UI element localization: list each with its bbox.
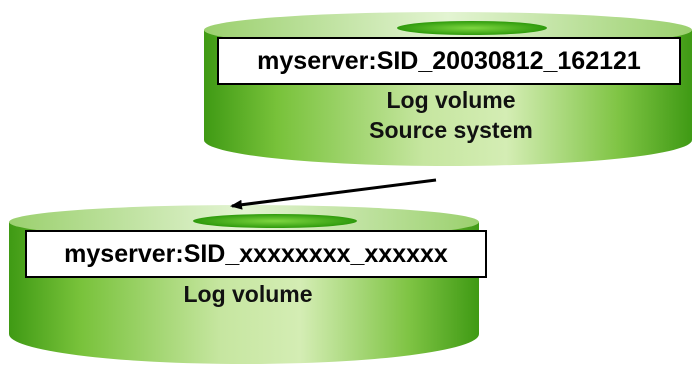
source-system-label: Source system (369, 117, 533, 143)
target-volume-type: Log volume (183, 281, 312, 307)
target-disk-hub (193, 214, 357, 228)
target-volume-label-box (25, 230, 487, 278)
source-volume-label-box (217, 37, 681, 85)
source-volume-label: myserver:SID_20030812_162121 (257, 47, 641, 75)
source-volume-type: Log volume (386, 87, 515, 113)
target-volume-label: myserver:SID_xxxxxxxx_xxxxxx (64, 240, 448, 268)
source-log-volume-disk: myserver:SID_20030812_162121 Log volume … (204, 12, 692, 166)
copy-arrow (230, 178, 437, 210)
target-log-volume-disk: myserver:SID_xxxxxxxx_xxxxxx Log volume (9, 205, 487, 364)
source-disk-hub (397, 21, 547, 35)
